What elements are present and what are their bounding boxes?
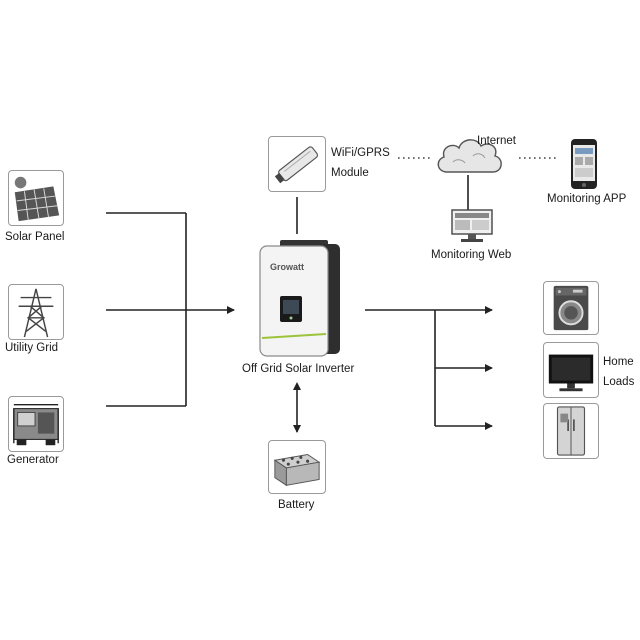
smartphone-icon xyxy=(571,139,597,189)
washing-machine-box xyxy=(543,281,599,335)
battery-label: Battery xyxy=(278,499,315,511)
monitoring-web-label: Monitoring Web xyxy=(431,249,512,261)
internet-label: Internet xyxy=(477,135,516,147)
tv-box xyxy=(543,342,599,398)
tv-icon xyxy=(548,354,594,392)
battery-box xyxy=(268,440,326,494)
wifi-module-box xyxy=(268,136,326,192)
generator-box xyxy=(8,396,64,452)
battery-icon xyxy=(273,453,321,487)
inverter-label: Off Grid Solar Inverter xyxy=(242,363,355,375)
home-loads-label-line1: Home xyxy=(603,356,634,368)
wifi-module-icon xyxy=(274,146,319,184)
refrigerator-icon xyxy=(556,406,586,456)
home-loads-label-line2: Loads xyxy=(603,376,635,388)
utility-grid-box xyxy=(8,284,64,340)
inverter-icon: Growatt xyxy=(259,240,340,357)
refrigerator-box xyxy=(543,403,599,459)
monitoring-app-label: Monitoring APP xyxy=(547,193,627,205)
monitor-icon xyxy=(451,209,493,242)
washing-machine-icon xyxy=(553,285,589,331)
utility-grid-label: Utility Grid xyxy=(5,342,59,354)
solar-panel-label: Solar Panel xyxy=(5,231,65,243)
solar-panel-icon xyxy=(14,176,60,222)
inverter-brand: Growatt xyxy=(270,262,304,272)
generator-icon xyxy=(13,404,59,446)
wifi-module-label-line2: Module xyxy=(331,167,369,179)
power-tower-icon xyxy=(18,288,54,338)
cloud-icon xyxy=(437,139,502,173)
wifi-module-label-line1: WiFi/GPRS xyxy=(331,147,390,159)
solar-panel-box xyxy=(8,170,64,226)
generator-label: Generator xyxy=(7,454,59,466)
